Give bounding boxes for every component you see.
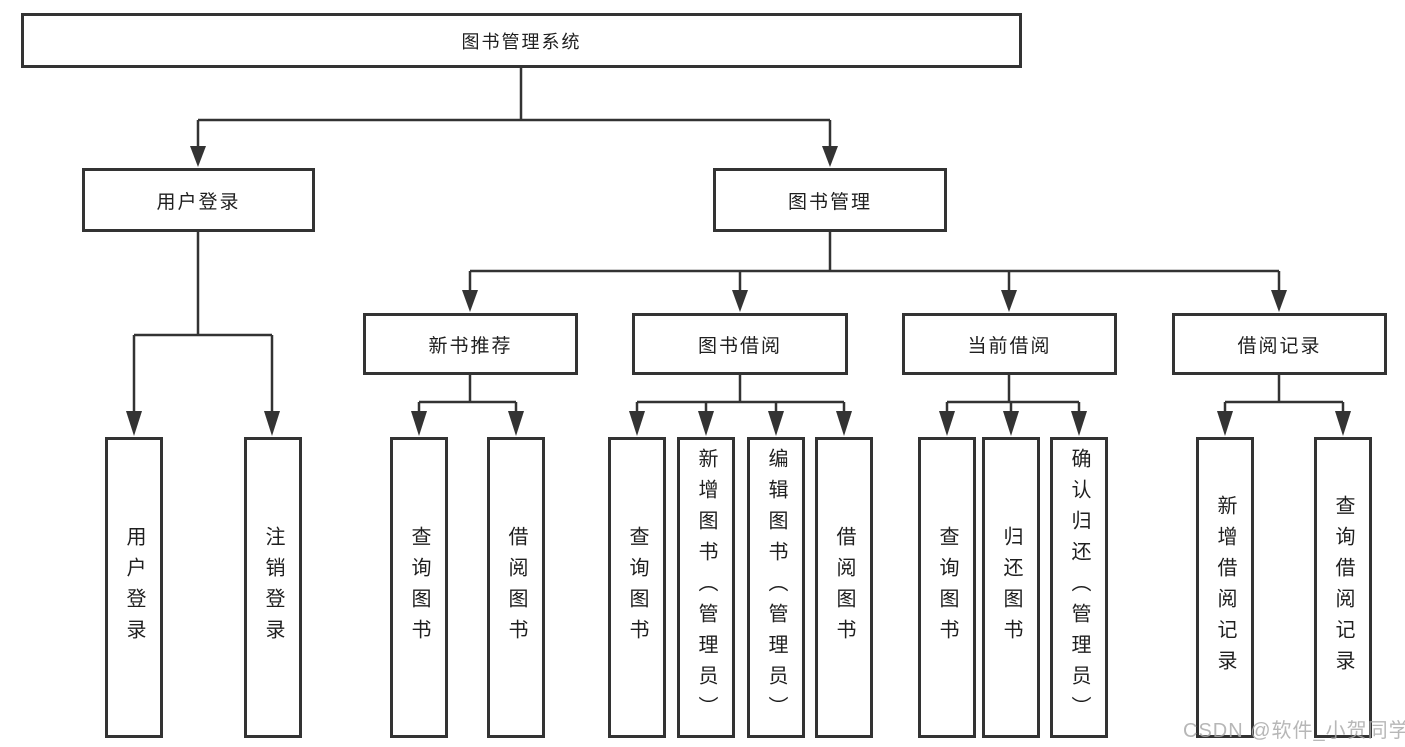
arrowhead [629, 411, 645, 436]
leaf-user-login: 用户登录 [105, 437, 163, 738]
leaf-bb-query-books: 查询图书 [608, 437, 666, 738]
arrowhead [411, 411, 427, 436]
arrowhead [126, 411, 142, 436]
node-library-system: 图书管理系统 [21, 13, 1022, 68]
arrowhead [732, 290, 748, 312]
arrowhead [1071, 411, 1087, 436]
arrowhead [768, 411, 784, 436]
arrowhead [1335, 411, 1351, 436]
leaf-cb-return-books: 归还图书 [982, 437, 1040, 738]
arrowhead [264, 411, 280, 436]
leaf-bb-borrow-books: 借阅图书 [815, 437, 873, 738]
node-current-borrow: 当前借阅 [902, 313, 1117, 375]
leaf-bb-edit-books-admin: 编辑图书（管理员） [747, 437, 805, 738]
edge-book-management-to-level3 [468, 232, 1281, 290]
arrowhead [836, 411, 852, 436]
leaf-bb-add-books-admin: 新增图书（管理员） [677, 437, 735, 738]
node-book-management: 图书管理 [713, 168, 947, 232]
edge-borrow-records-to-leaves [1223, 375, 1345, 412]
edge-current-borrow-to-leaves [945, 375, 1081, 412]
leaf-cb-confirm-return-admin: 确认归还（管理员） [1050, 437, 1108, 738]
watermark: CSDN @软件_小贺同学 [1183, 720, 1405, 742]
arrowhead [1217, 411, 1233, 436]
node-book-borrow: 图书借阅 [632, 313, 848, 375]
arrowhead [508, 411, 524, 436]
leaf-nbr-borrow-books: 借阅图书 [487, 437, 545, 738]
arrowhead [190, 146, 206, 167]
arrowhead [939, 411, 955, 436]
arrowhead [462, 290, 478, 312]
arrowhead [1001, 290, 1017, 312]
arrowhead [698, 411, 714, 436]
edge-root-to-level2 [196, 68, 832, 148]
leaf-rec-add-record: 新增借阅记录 [1196, 437, 1254, 738]
node-user-login: 用户登录 [82, 168, 315, 232]
leaf-nbr-query-books: 查询图书 [390, 437, 448, 738]
leaf-rec-query-record: 查询借阅记录 [1314, 437, 1372, 738]
arrowhead [1271, 290, 1287, 312]
edge-book-borrow-to-leaves [635, 375, 846, 412]
node-new-book-recommend: 新书推荐 [363, 313, 578, 375]
arrowhead [1003, 411, 1019, 436]
node-borrow-records: 借阅记录 [1172, 313, 1387, 375]
edge-new-book-recommend-to-leaves [417, 375, 518, 412]
leaf-cb-query-books: 查询图书 [918, 437, 976, 738]
leaf-logout: 注销登录 [244, 437, 302, 738]
arrowhead [822, 146, 838, 167]
edge-user-login-to-leaves [132, 232, 274, 412]
